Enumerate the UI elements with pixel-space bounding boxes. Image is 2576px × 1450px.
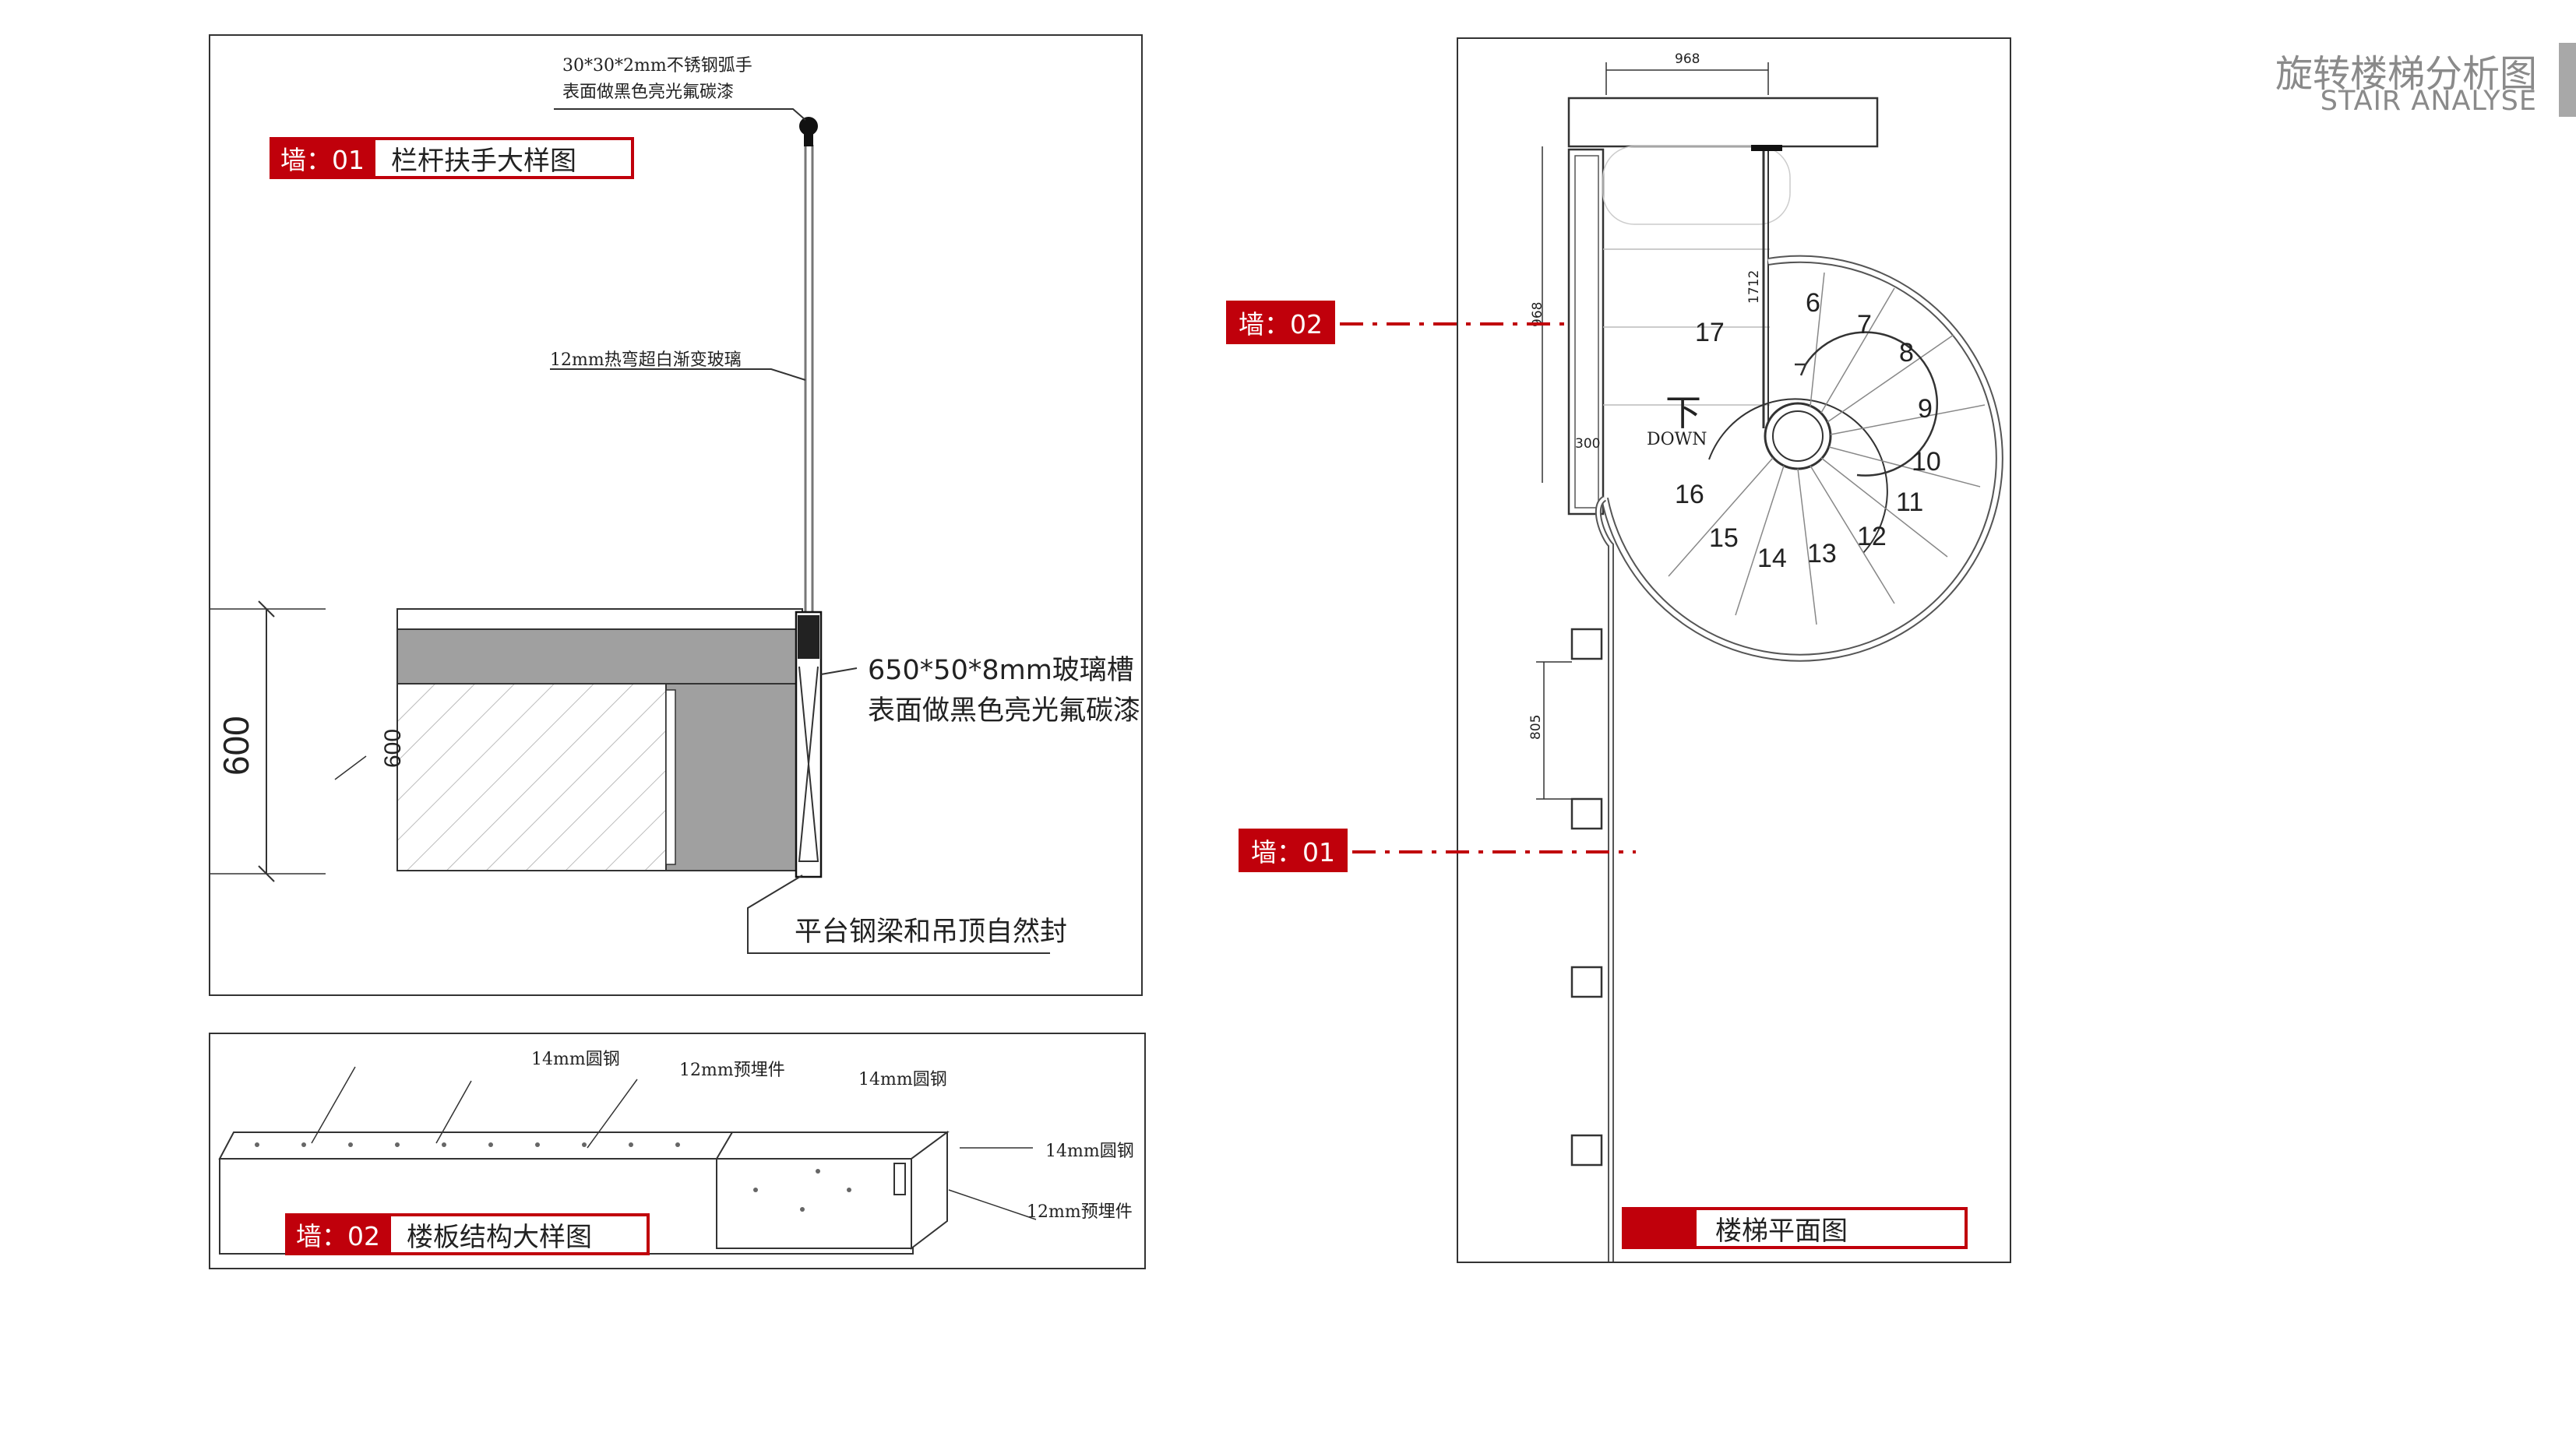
- slab-structure-panel: 14mm圆钢 12mm预埋件 14mm圆钢 14mm圆钢 12mm预埋件 墙：0…: [209, 1033, 1146, 1269]
- step-number: 7: [1857, 310, 1872, 340]
- beam-leader: [747, 875, 1050, 954]
- tag-label: 楼板结构大样图: [391, 1213, 650, 1255]
- rebar-note-b: 14mm圆钢: [858, 1070, 947, 1089]
- handrail-note-1: 30*30*2mm不锈钢弧手: [562, 56, 752, 76]
- post-box-4: [1570, 1134, 1603, 1167]
- stair-plan-panel: 968 968 1712 300 805 下 DOWN 6 7 8 9 10 1…: [1457, 37, 2011, 1263]
- dim-805: 805: [1528, 714, 1544, 740]
- railing-detail-tag: 墙：01 栏杆扶手大样图: [270, 137, 634, 179]
- embed-note-a: 12mm预埋件: [679, 1061, 785, 1080]
- tag-label: 楼梯平面图: [1697, 1207, 1968, 1249]
- glass-leader: [550, 368, 806, 381]
- header-accent-bar: [2559, 43, 2576, 117]
- post-box-1: [1570, 628, 1603, 660]
- rebar-note-a: 14mm圆钢: [531, 1050, 620, 1069]
- post-box-2: [1570, 797, 1603, 830]
- handrail-note-2: 表面做黑色亮光氟碳漆: [562, 83, 735, 102]
- step-number: 14: [1757, 544, 1787, 573]
- tag-code: [1622, 1207, 1697, 1249]
- dim-top-968: 968: [1675, 51, 1700, 67]
- railing-detail-drawing: [210, 108, 1050, 954]
- step-number: 12: [1857, 522, 1887, 551]
- page-title: 旋转楼梯分析图: [2275, 52, 2537, 96]
- step-number: 6: [1806, 288, 1820, 318]
- glass-slot-note-1: 650*50*8mm玻璃槽: [868, 655, 1134, 686]
- dim-600-inner: 600: [380, 728, 406, 768]
- wall-01-callout: 墙：01: [1239, 829, 1348, 872]
- page-subtitle: STAIR ANALYSE: [2320, 86, 2537, 117]
- handrail-leader: [554, 108, 806, 121]
- wall-01-leader: [1352, 850, 1636, 853]
- embed-note-b: 12mm预埋件: [1027, 1202, 1133, 1222]
- glass-note: 12mm热弯超白渐变玻璃: [550, 350, 742, 370]
- step-number: 10: [1912, 447, 1941, 477]
- tag-label: 栏杆扶手大样图: [375, 137, 634, 179]
- step-number: 11: [1896, 487, 1924, 517]
- slab-structure-tag: 墙：02 楼板结构大样图: [285, 1213, 650, 1255]
- step-number: 16: [1675, 480, 1704, 509]
- step-number: 15: [1709, 523, 1739, 553]
- rebar-note-c: 14mm圆钢: [1045, 1142, 1134, 1161]
- dim-300: 300: [1575, 436, 1601, 452]
- down-cn: 下: [1665, 392, 1701, 434]
- beam-note: 平台钢梁和吊顶自然封: [795, 917, 1068, 948]
- slab-beam-gray: [396, 628, 803, 685]
- step-number: 13: [1807, 539, 1837, 568]
- glass-slot-note-2: 表面做黑色亮光氟碳漆: [868, 695, 1141, 727]
- dim-inner-1712: 1712: [1746, 269, 1762, 304]
- tag-code: 墙：02: [285, 1213, 391, 1255]
- embed-box: [716, 1158, 912, 1249]
- slab-inner-block: [665, 683, 803, 871]
- down-en: DOWN: [1647, 430, 1707, 449]
- step-number: 9: [1918, 394, 1933, 424]
- wall-02-leader: [1340, 322, 1573, 326]
- tag-code: 墙：01: [270, 137, 375, 179]
- slab-top-plate: [396, 608, 803, 630]
- wall-02-callout: 墙：02: [1226, 301, 1335, 344]
- landing-slab: [1567, 97, 1879, 148]
- step-number: 17: [1695, 318, 1725, 347]
- dim-600-outer: 600: [216, 716, 256, 776]
- stair-plan-tag: 楼梯平面图: [1622, 1207, 1968, 1249]
- slab-hatch: [396, 683, 667, 871]
- post-box-3: [1570, 966, 1603, 998]
- step-number: 8: [1899, 338, 1914, 368]
- stair-plan-drawing: [1536, 62, 2003, 1262]
- railing-detail-panel: 墙：01 栏杆扶手大样图 30*30*2mm不锈钢弧手 表面做黑色亮光氟碳漆 1…: [209, 34, 1143, 996]
